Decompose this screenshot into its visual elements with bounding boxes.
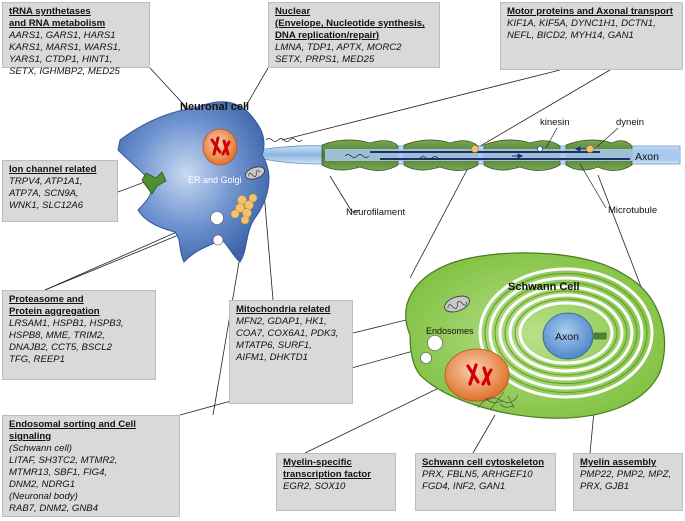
schwann-nucleus — [444, 348, 510, 402]
transport-vesicles — [471, 145, 594, 153]
ion-genes: TRPV4, ATP1A1, ATP7A, SCN9A, WNK1, SLC12… — [9, 176, 84, 211]
motor-genes: KIF1A, KIF5A, DYNC1H1, DCTN1, NEFL, BICD… — [507, 18, 656, 41]
myelin-rings — [478, 267, 654, 399]
schwann-endosome — [420, 352, 432, 364]
neurofilament — [265, 138, 439, 160]
schwann-mitochondrion — [444, 295, 470, 313]
schwann-cytoskeleton-genes: PRX, FBLN5, ARHGEF10 FGD4, INF2, GAN1 — [422, 469, 533, 492]
neurofilament-label: Neurofilament — [346, 207, 405, 218]
myelin-tf-title: Myelin-specific transcription factor — [283, 457, 371, 480]
endosomes-label: Endosomes — [426, 326, 474, 336]
myelin-tf-box: Myelin-specific transcription factor EGR… — [276, 453, 396, 511]
neuron-vesicle — [210, 211, 224, 225]
endosomal-note-neuronal: (Neuronal body) — [9, 491, 78, 502]
proteasome-genes: LRSAM1, HSPB1, HSPB3, HSPB8, MME, TRIM2,… — [9, 318, 124, 365]
schwann-endosome — [427, 335, 443, 351]
neuronal-cell-label: Neuronal cell — [180, 101, 249, 113]
endosomal-genes-neuronal: RAB7, DNM2, GNB4 — [9, 503, 99, 514]
myelin-tf-genes: EGR2, SOX10 — [283, 481, 346, 492]
motor-box: Motor proteins and Axonal transport KIF1… — [500, 2, 683, 70]
mito-title: Mitochondria related — [236, 304, 331, 315]
myelin-assembly-title: Myelin assembly — [580, 457, 657, 468]
neuron-nucleus — [202, 128, 238, 166]
neuron-vesicle — [212, 234, 224, 246]
neuron-mitochondrion — [245, 166, 265, 180]
mito-genes: MFN2, GDAP1, HK1, COA7, COX6A1, PDK3, MT… — [236, 316, 339, 363]
proteasome-box: Proteasome and Protein aggregation LRSAM… — [2, 290, 156, 380]
nuclear-genes: LMNA, TDP1, APTX, MORC2 SETX, PRPS1, MED… — [275, 42, 402, 65]
endosomal-note-schwann: (Schwann cell) — [9, 443, 72, 454]
schwann-axon — [542, 312, 594, 360]
direction-arrows — [512, 146, 586, 159]
schwann-cytoskeleton-title: Schwann cell cytoskeleton — [422, 457, 545, 468]
er-golgi-label: ER and Golgi — [188, 175, 242, 185]
ion-title: Ion channel related — [9, 164, 97, 175]
schwann-cell — [405, 252, 666, 419]
trna-title: tRNA synthetases and RNA metabolism — [9, 6, 106, 29]
protein-aggregates — [230, 193, 258, 225]
endosomal-title: Endosomal sorting and Cell signaling — [9, 419, 136, 442]
ion-box: Ion channel related TRPV4, ATP1A1, ATP7A… — [2, 160, 118, 222]
dynein-label: dynein — [616, 117, 644, 128]
myelin-assembly-box: Myelin assembly PMP22, PMP2, MPZ, PRX, G… — [573, 453, 683, 511]
mito-box: Mitochondria related MFN2, GDAP1, HK1, C… — [229, 300, 353, 404]
schwann-cell-label: Schwann Cell — [508, 281, 580, 293]
nuclear-box: Nuclear (Envelope, Nucleotide synthesis,… — [268, 2, 440, 68]
endosomal-genes-schwann: LITAF, SH3TC2, MTMR2, MTMR13, SBF1, FIG4… — [9, 455, 118, 490]
motor-title: Motor proteins and Axonal transport — [507, 6, 673, 17]
microtubules — [370, 151, 630, 160]
trna-genes: AARS1, GARS1, HARS1 KARS1, MARS1, WARS1,… — [9, 30, 121, 77]
trna-box: tRNA synthetases and RNA metabolism AARS… — [2, 2, 150, 77]
kinesin-label: kinesin — [540, 117, 570, 128]
myelin-junction — [593, 332, 607, 340]
schwann-cytoskeleton — [477, 391, 519, 411]
axon-label: Axon — [635, 151, 659, 163]
ion-channel — [141, 171, 167, 195]
proteasome-title: Proteasome and Protein aggregation — [9, 294, 100, 317]
schwann-axon-label: Axon — [555, 331, 579, 343]
myelin-assembly-genes: PMP22, PMP2, MPZ, PRX, GJB1 — [580, 469, 672, 492]
schwann-cytoskeleton-box: Schwann cell cytoskeleton PRX, FBLN5, AR… — [415, 453, 556, 511]
microtubule-label: Microtubule — [608, 205, 657, 216]
endosomal-box: Endosomal sorting and Cell signaling (Sc… — [2, 415, 180, 517]
nuclear-title: Nuclear (Envelope, Nucleotide synthesis,… — [275, 6, 425, 41]
